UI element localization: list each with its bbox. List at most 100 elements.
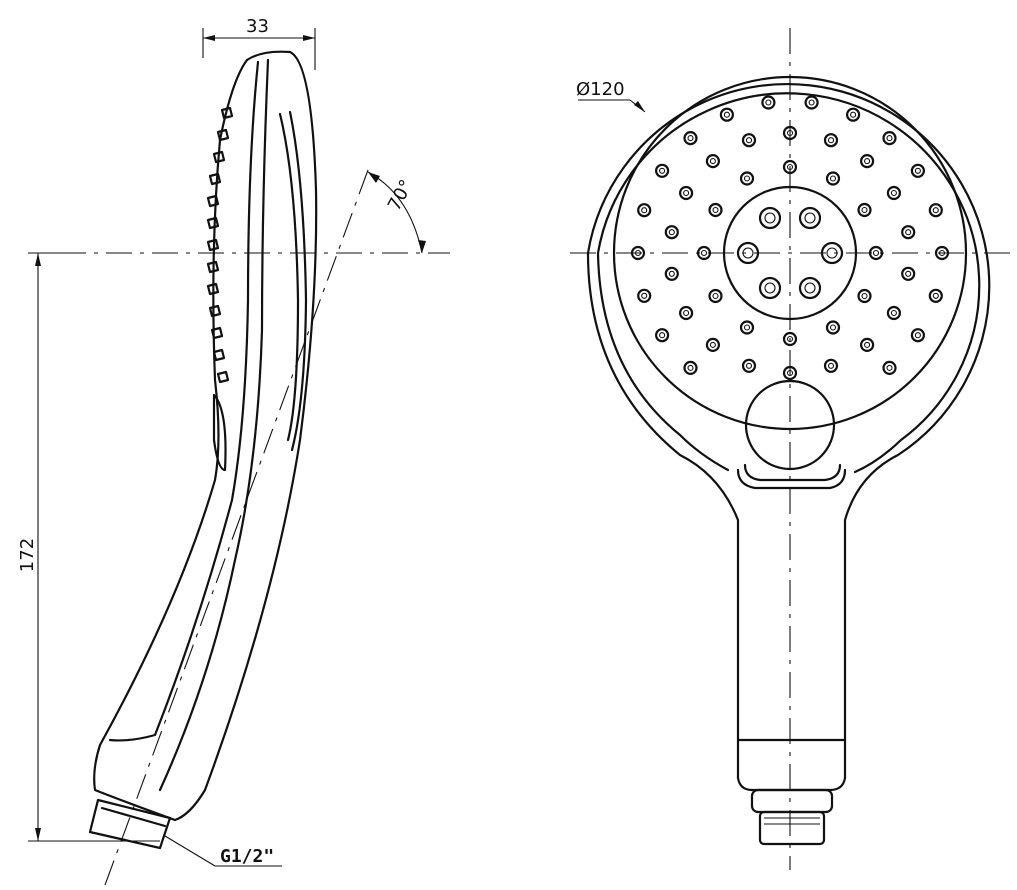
- nozzle: [741, 133, 757, 148]
- nozzle-hole: [864, 158, 871, 165]
- diameter-label: Ø120: [576, 79, 625, 100]
- nozzle-hole: [932, 292, 939, 299]
- nozzle: [637, 203, 652, 218]
- nozzle-hole: [683, 309, 690, 317]
- dimension-height: 172: [17, 252, 160, 842]
- nozzle-hole: [712, 206, 719, 214]
- handle-axis-line: [104, 169, 369, 886]
- nozzle-hole: [687, 364, 694, 371]
- nozzle-hole: [659, 332, 666, 339]
- nozzle-hole: [905, 270, 912, 277]
- nozzle: [859, 337, 875, 352]
- nozzle: [910, 328, 926, 343]
- nozzle-hole: [914, 167, 921, 174]
- nozzle-hole: [827, 137, 835, 144]
- nozzle-hole: [886, 364, 893, 371]
- nozzle-hole: [886, 135, 893, 142]
- angle-indicator: 70°: [367, 171, 426, 254]
- nozzle-hole: [914, 332, 921, 339]
- nozzle-hole: [765, 99, 772, 106]
- nozzle-hole: [743, 175, 751, 182]
- nozzle: [664, 225, 679, 240]
- nozzle: [683, 131, 698, 146]
- nozzle: [761, 95, 776, 110]
- nozzle: [708, 202, 723, 218]
- nozzle: [882, 131, 897, 146]
- nozzle: [637, 288, 652, 303]
- nozzle-hole: [641, 207, 648, 214]
- nozzle-hole: [641, 292, 648, 299]
- nozzle: [664, 266, 679, 281]
- nozzle-hole: [872, 249, 880, 257]
- dimension-width: 33: [202, 16, 316, 70]
- nozzle: [845, 107, 861, 122]
- nozzle-hole: [668, 229, 675, 236]
- nozzle: [654, 328, 670, 343]
- nozzle: [678, 305, 694, 321]
- nozzle-hole: [723, 111, 730, 118]
- nozzle: [678, 185, 694, 201]
- nozzle: [825, 320, 841, 335]
- nozzle: [901, 266, 916, 281]
- nozzle-hole: [786, 129, 794, 137]
- nozzle: [683, 360, 698, 375]
- front-inner-outline: [596, 92, 981, 474]
- nozzle: [910, 163, 926, 178]
- nozzle-hole: [745, 362, 753, 369]
- center-cluster: [722, 185, 858, 321]
- nozzle: [705, 154, 721, 169]
- nozzle: [708, 288, 723, 304]
- front-connector: [736, 738, 847, 846]
- nozzle: [928, 203, 943, 218]
- nozzle-hole: [743, 324, 751, 331]
- spray-plate: [612, 75, 968, 431]
- center-nozzles: [736, 206, 844, 300]
- nozzle-hole: [861, 292, 868, 300]
- nozzle-hole: [668, 270, 675, 277]
- nozzle-hole: [683, 189, 690, 197]
- nozzle: [825, 171, 841, 186]
- nozzle-hole: [712, 292, 719, 300]
- spray-nozzles: [630, 95, 950, 381]
- nozzle: [804, 95, 819, 110]
- nozzle-hole: [827, 362, 835, 369]
- button-recess: [736, 468, 847, 490]
- nozzle: [782, 365, 798, 381]
- nozzle: [719, 107, 735, 122]
- nozzle-hole: [905, 229, 912, 236]
- nozzle-hole: [659, 167, 666, 174]
- nozzle: [857, 202, 872, 218]
- nozzle-hole: [700, 249, 708, 257]
- thread-label: G1/2": [220, 846, 274, 867]
- nozzle: [739, 320, 755, 335]
- diameter-callout: Ø120: [576, 79, 646, 113]
- nozzle: [705, 337, 721, 352]
- side-body: [88, 50, 318, 850]
- nozzle: [928, 288, 943, 303]
- nozzle: [859, 154, 875, 169]
- side-view: 33 172 70°: [17, 16, 450, 886]
- nozzle: [868, 245, 884, 261]
- nozzle: [886, 305, 902, 321]
- nozzle: [696, 245, 712, 261]
- nozzle: [886, 185, 902, 201]
- nozzle: [857, 288, 872, 304]
- thread-callout: G1/2": [164, 835, 282, 867]
- nozzle-hole: [745, 137, 753, 144]
- nozzle-hole: [890, 309, 897, 317]
- nozzle-hole: [938, 249, 946, 257]
- nozzle-hole: [864, 341, 871, 348]
- nozzle-hole: [786, 369, 794, 377]
- nozzle-hole: [890, 189, 897, 197]
- front-view: Ø120: [570, 28, 1010, 870]
- nozzle: [654, 163, 670, 178]
- nozzle: [782, 125, 798, 141]
- nozzle: [741, 358, 757, 373]
- nozzle: [823, 133, 839, 148]
- nozzle-hole: [861, 206, 868, 214]
- angle-label: 70°: [384, 176, 418, 214]
- nozzle: [782, 159, 798, 175]
- nozzle: [630, 245, 646, 261]
- mode-button: [744, 379, 836, 471]
